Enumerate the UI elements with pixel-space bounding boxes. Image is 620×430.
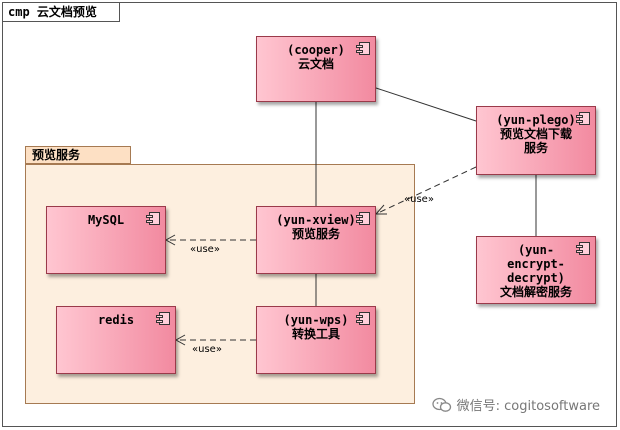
component-icon bbox=[356, 212, 370, 225]
edge-cooper-plego bbox=[375, 87, 477, 122]
component-icon bbox=[356, 312, 370, 325]
wechat-icon bbox=[431, 397, 451, 412]
watermark-text: 微信号: cogitosoftware bbox=[456, 399, 600, 414]
use-label-wps-redis: «use» bbox=[192, 344, 222, 355]
component-icon bbox=[156, 312, 170, 325]
frame-title: cmp 云文档预览 bbox=[3, 3, 120, 22]
component-icon bbox=[356, 42, 370, 55]
component-mysql[interactable]: MySQL bbox=[46, 206, 166, 274]
component-yun-plego[interactable]: (yun-plego) 预览文档下载 服务 bbox=[476, 106, 596, 175]
component-yun-encrypt-decrypt[interactable]: (yun- encrypt- decrypt) 文档解密服务 bbox=[476, 236, 596, 304]
component-redis-label: redis bbox=[97, 313, 135, 327]
arrow-head-xview bbox=[374, 204, 387, 215]
component-yun-wps[interactable]: (yun-wps) 转换工具 bbox=[256, 306, 376, 374]
component-yun-wps-label: (yun-wps) 转换工具 bbox=[283, 313, 349, 341]
use-label-plego-xview: «use» bbox=[404, 194, 434, 205]
component-yun-plego-label: (yun-plego) 预览文档下载 服务 bbox=[496, 113, 576, 155]
component-yun-encrypt-decrypt-label: (yun- encrypt- decrypt) 文档解密服务 bbox=[499, 243, 572, 299]
edge-plego-xview-use bbox=[377, 166, 477, 214]
watermark: 微信号: cogitosoftware bbox=[431, 395, 600, 414]
arrow-head-mysql bbox=[164, 234, 176, 246]
component-yun-xview-label: (yun-xview) 预览服务 bbox=[276, 213, 356, 241]
component-mysql-label: MySQL bbox=[87, 213, 125, 227]
component-cooper[interactable]: (cooper) 云文档 bbox=[256, 36, 376, 102]
arrow-head-redis bbox=[174, 334, 186, 346]
component-icon bbox=[576, 242, 590, 255]
use-label-xview-mysql: «use» bbox=[190, 244, 220, 255]
component-redis[interactable]: redis bbox=[56, 306, 176, 374]
component-icon bbox=[146, 212, 160, 225]
component-cooper-label: (cooper) 云文档 bbox=[287, 43, 345, 71]
component-yun-xview[interactable]: (yun-xview) 预览服务 bbox=[256, 206, 376, 274]
package-tab: 预览服务 bbox=[25, 146, 131, 164]
component-icon bbox=[576, 112, 590, 125]
